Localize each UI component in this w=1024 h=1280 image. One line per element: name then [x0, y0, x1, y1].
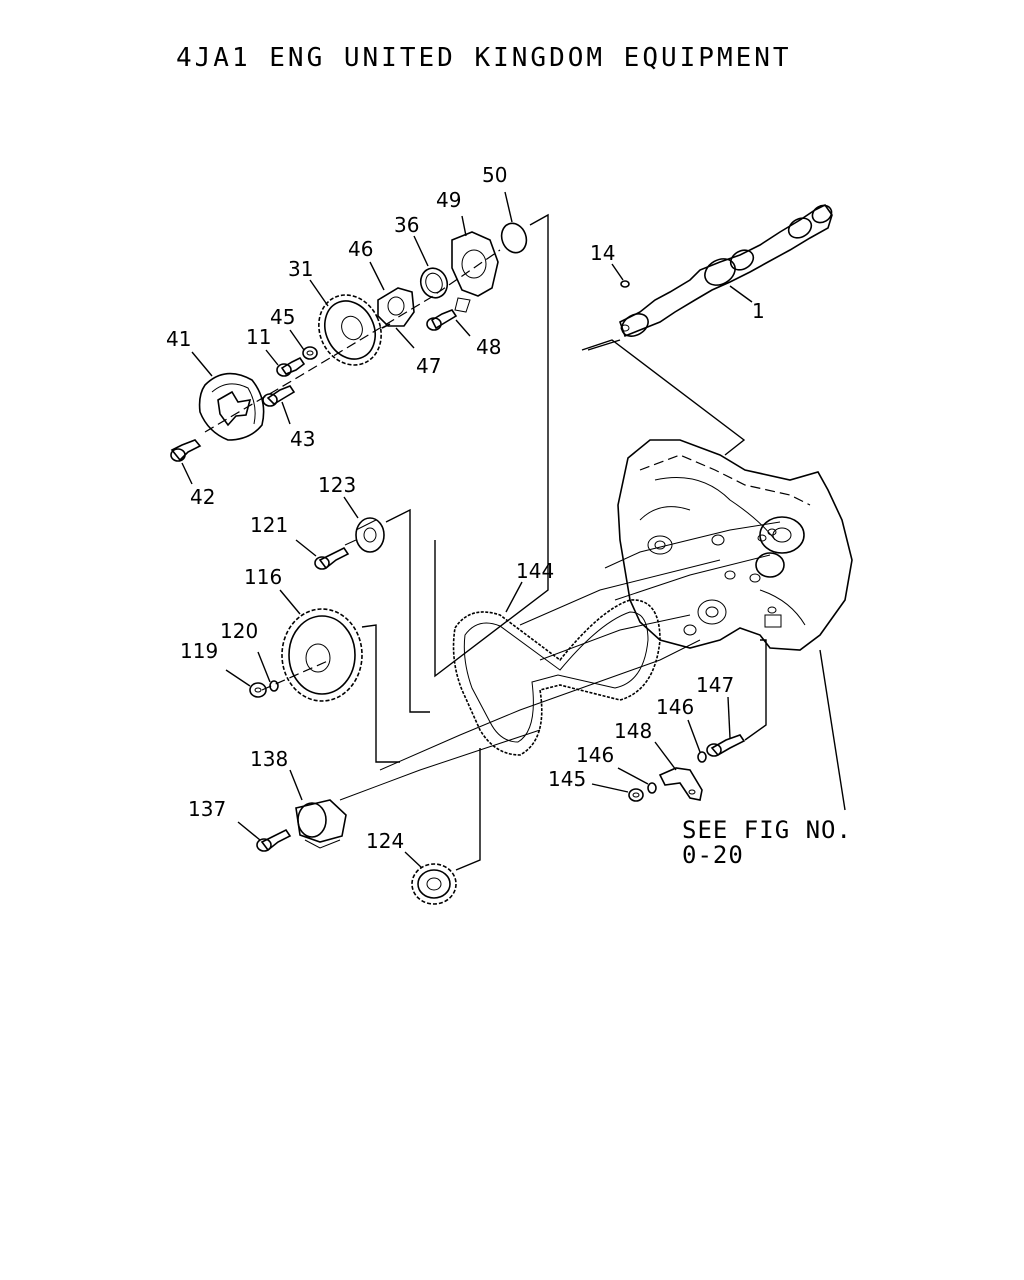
oil-seal-36 [419, 267, 449, 299]
axis-gear-116 [261, 659, 331, 691]
callout-49: 49 [436, 188, 461, 212]
timing-belt-144 [452, 599, 661, 756]
callout-120: 120 [220, 619, 258, 643]
tensioner-138 [295, 799, 347, 849]
callout-47: 47 [416, 354, 441, 378]
key-14 [620, 280, 630, 288]
gear-116 [281, 608, 363, 702]
diagram-title: 4JA1 ENG UNITED KINGDOM EQUIPMENT [176, 43, 792, 73]
washer-146a [697, 751, 707, 763]
hub-46 [377, 287, 415, 327]
bracket-148 [658, 767, 703, 801]
bolt-48 [426, 309, 458, 331]
callout-137: 137 [188, 797, 226, 821]
callout-41: 41 [166, 327, 191, 351]
idler-123 [355, 517, 385, 553]
cover-plate-41 [198, 372, 265, 441]
o-ring-50 [500, 222, 528, 254]
callout-138: 138 [250, 747, 288, 771]
callout-14: 14 [590, 241, 615, 265]
callout-119: 119 [180, 639, 218, 663]
engine-block-outline [617, 439, 853, 651]
callout-124: 124 [366, 829, 404, 853]
bolt-43 [262, 385, 296, 407]
callout-46: 46 [348, 237, 373, 261]
callout-145: 145 [548, 767, 586, 791]
callout-11: 11 [246, 325, 271, 349]
callout-148: 148 [614, 719, 652, 743]
washer-120 [269, 680, 279, 692]
callout-144: 144 [516, 559, 554, 583]
callout-50: 50 [482, 163, 507, 187]
callout-43: 43 [290, 427, 315, 451]
callout-146b: 146 [576, 743, 614, 767]
pulley-124 [411, 863, 457, 905]
callout-123: 123 [318, 473, 356, 497]
callout-36: 36 [394, 213, 419, 237]
callout-146a: 146 [656, 695, 694, 719]
washer-146b [647, 782, 657, 794]
callout-121: 121 [250, 513, 288, 537]
nut-145 [628, 788, 644, 802]
callout-147: 147 [696, 673, 734, 697]
bolt-137 [256, 828, 292, 852]
callout-31: 31 [288, 257, 313, 281]
pin-47 [381, 323, 391, 329]
washer-45 [302, 346, 318, 360]
callout-42: 42 [190, 485, 215, 509]
camshaft [619, 203, 833, 338]
gear-31 [318, 294, 382, 366]
callout-116: 116 [244, 565, 282, 589]
see-fig-number: 0-20 [682, 841, 744, 869]
linkage-lines [339, 213, 846, 871]
callout-45: 45 [270, 305, 295, 329]
nut-119 [249, 682, 267, 698]
axis-top-group [204, 249, 501, 433]
housing-49 [451, 231, 499, 313]
bolt-11 [276, 356, 306, 377]
see-fig-reference: SEE FIG NO. [682, 816, 852, 844]
bolt-147 [706, 734, 746, 757]
bolt-121 [314, 546, 350, 570]
bolt-42 [170, 439, 202, 462]
leader-lines [181, 191, 753, 869]
callout-48: 48 [476, 335, 501, 359]
callout-1: 1 [752, 299, 765, 323]
